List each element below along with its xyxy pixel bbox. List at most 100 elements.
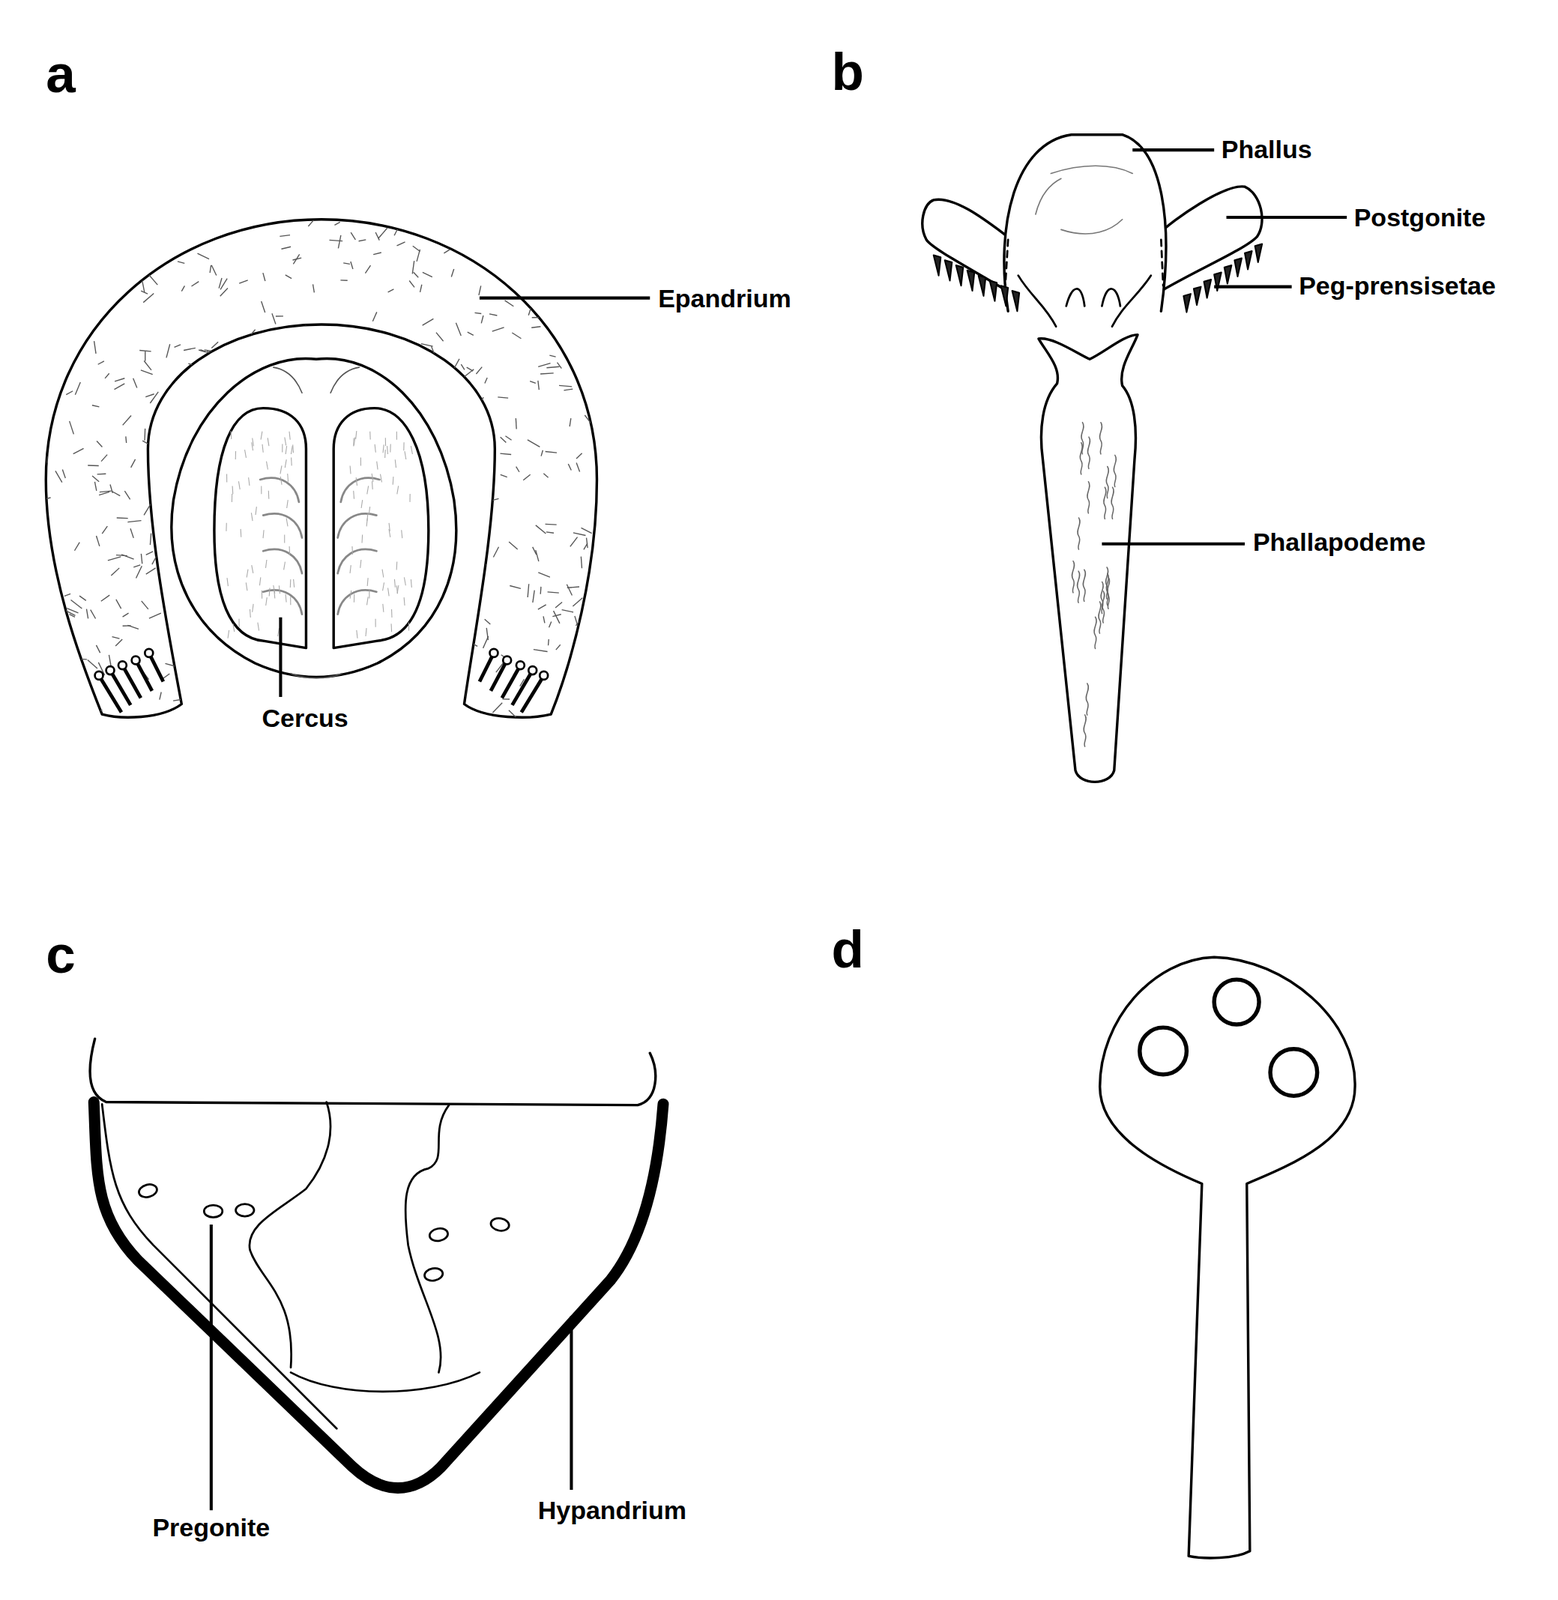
hair-stroke [267, 676, 272, 686]
hair-stroke [500, 474, 508, 477]
peg-seta [978, 275, 987, 297]
cercus-hair [285, 594, 287, 603]
cercus-hair [230, 430, 232, 440]
hair-stroke [424, 632, 437, 641]
hair-stroke [158, 454, 167, 458]
apodeme-texture [1082, 569, 1086, 602]
hair-stroke [146, 257, 154, 265]
hair-stroke [279, 235, 291, 237]
hair-stroke [438, 388, 445, 389]
hair-stroke [314, 696, 323, 703]
hair-stroke [418, 382, 427, 386]
hair-stroke [470, 238, 478, 248]
apodeme-texture [1103, 487, 1107, 519]
part-label: Cercus [261, 705, 348, 731]
hair-stroke [545, 523, 557, 526]
cercus-hair [396, 585, 398, 594]
hair-stroke [558, 692, 566, 698]
cercus-hair [394, 459, 396, 468]
hair-stroke [107, 237, 119, 246]
apodeme-texture [1106, 567, 1109, 599]
suture [1004, 239, 1164, 291]
hair-stroke [94, 340, 96, 354]
hair-stroke [424, 383, 428, 393]
hair-stroke [461, 395, 465, 402]
apodeme-texture [1100, 581, 1104, 614]
hair-stroke [308, 220, 314, 227]
hair-stroke [413, 272, 419, 278]
apodeme-texture [1099, 422, 1102, 455]
cercus-hair [367, 596, 369, 605]
peg-seta [1183, 293, 1191, 313]
cercus-hair [361, 535, 363, 544]
hair-stroke [487, 437, 492, 449]
hair-stroke [436, 332, 444, 342]
hair-stroke [573, 532, 587, 536]
hair-stroke [220, 278, 228, 291]
hair-stroke [55, 354, 61, 362]
hair-stroke [414, 666, 422, 678]
hair-stroke [92, 709, 102, 716]
hair-stroke [64, 677, 73, 680]
hair-stroke [489, 313, 497, 316]
hair-stroke [314, 327, 316, 334]
panel-b [922, 134, 1347, 783]
hair-stroke [588, 406, 599, 418]
hair-stroke [133, 378, 138, 389]
hair-stroke [478, 285, 482, 295]
hair-stroke [528, 302, 533, 315]
hair-stroke [574, 616, 578, 625]
hair-stroke [99, 490, 112, 493]
peg-seta [989, 280, 998, 301]
cercus-hair [269, 588, 271, 597]
hair-stroke [218, 278, 222, 289]
cercus-hair [284, 562, 286, 571]
leader-line [1101, 542, 1245, 546]
cercus-hair [261, 590, 263, 599]
hair-stroke [144, 350, 146, 361]
hair-stroke [140, 553, 142, 564]
sclerite-line [249, 1102, 331, 1368]
pore [490, 1217, 511, 1233]
cercus-hair [371, 473, 374, 482]
cercus-hair [227, 577, 228, 587]
hair-stroke [547, 592, 560, 593]
hair-stroke [346, 334, 359, 339]
apodeme-texture [1081, 422, 1084, 455]
hair-stroke [101, 454, 108, 462]
cercus-hair [238, 619, 240, 628]
hair-stroke [95, 645, 100, 653]
hair-stroke [65, 391, 73, 395]
cercus-hair [355, 430, 357, 440]
hair-stroke [90, 610, 96, 620]
hair-stroke [508, 710, 518, 720]
hair-stroke [275, 315, 284, 317]
hair-stroke [143, 293, 154, 303]
cercus-seta [340, 478, 380, 503]
phallus-base [1018, 275, 1152, 327]
hair-stroke [96, 440, 102, 447]
peg-seta [956, 265, 964, 286]
cercus-hair [403, 577, 406, 586]
apodeme-texture [1098, 601, 1101, 634]
hair-stroke [263, 272, 266, 282]
hair-stroke [420, 284, 422, 293]
cercus-hair [380, 474, 383, 483]
hair-stroke [480, 409, 487, 412]
sperm-pump-outline [1100, 956, 1355, 1558]
hair-stroke [505, 436, 512, 441]
hair-stroke [464, 574, 470, 583]
hair-stroke [285, 275, 292, 279]
hair-stroke [43, 241, 54, 246]
part-label: Epandrium [657, 285, 792, 312]
hair-stroke [466, 640, 478, 647]
hair-stroke [543, 616, 545, 623]
cercus-hair [384, 449, 386, 458]
cercus-hair [280, 465, 282, 474]
hair-stroke [152, 553, 159, 565]
hair-stroke [412, 260, 414, 274]
hair-stroke [293, 254, 300, 264]
hair-stroke [59, 641, 64, 655]
hair-stroke [77, 658, 87, 661]
cercus-hair [226, 474, 228, 483]
